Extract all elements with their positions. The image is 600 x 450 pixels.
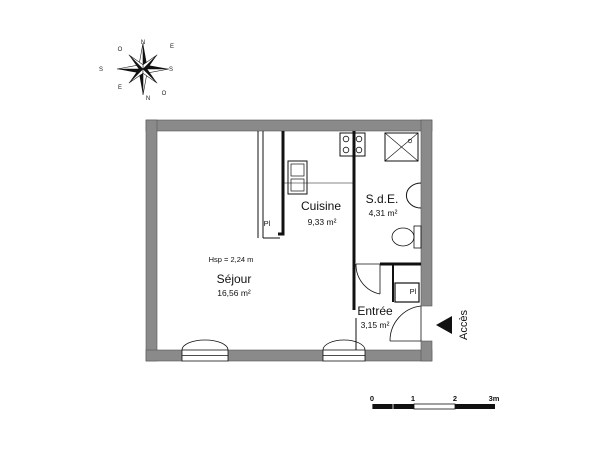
compass-letter: S (169, 67, 173, 73)
room-name-sejour: Séjour (217, 272, 252, 286)
room-name-entree: Entrée (357, 304, 393, 318)
compass-rose-icon: N E S O N E S O (99, 40, 174, 102)
compass-letter: E (170, 44, 174, 50)
scale-tick: 1 (411, 394, 415, 403)
window-right (322, 339, 366, 362)
compass-letter: N (146, 96, 150, 102)
scale-tick: 0 (370, 394, 374, 403)
access-arrow-icon (436, 316, 452, 334)
room-name-cuisine: Cuisine (301, 199, 341, 213)
compass-letter: O (118, 47, 123, 53)
room-area-sde: 4,31 m² (369, 208, 398, 218)
room-area-cuisine: 9,33 m² (308, 217, 337, 227)
window-left (181, 339, 229, 362)
room-area-entree: 3,15 m² (361, 320, 390, 330)
outer-walls (145, 119, 433, 362)
compass-letter: O (162, 91, 167, 97)
closet-label: Pl (264, 219, 271, 228)
scale-tick: 2 (453, 394, 457, 403)
ceiling-height-label: Hsp = 2,24 m (209, 255, 254, 264)
closet-label: Pl (410, 287, 417, 296)
scale-bar: 0 1 2 3m (370, 394, 500, 410)
compass-letter: S (99, 67, 103, 73)
scale-tick: 3m (489, 394, 500, 403)
room-area-sejour: 16,56 m² (217, 288, 251, 298)
room-name-sde: S.d.E. (366, 192, 399, 206)
interior-walls (257, 131, 422, 350)
compass-letter: N (141, 40, 145, 46)
compass-letter: E (118, 85, 122, 91)
access-label: Accès (458, 310, 470, 340)
